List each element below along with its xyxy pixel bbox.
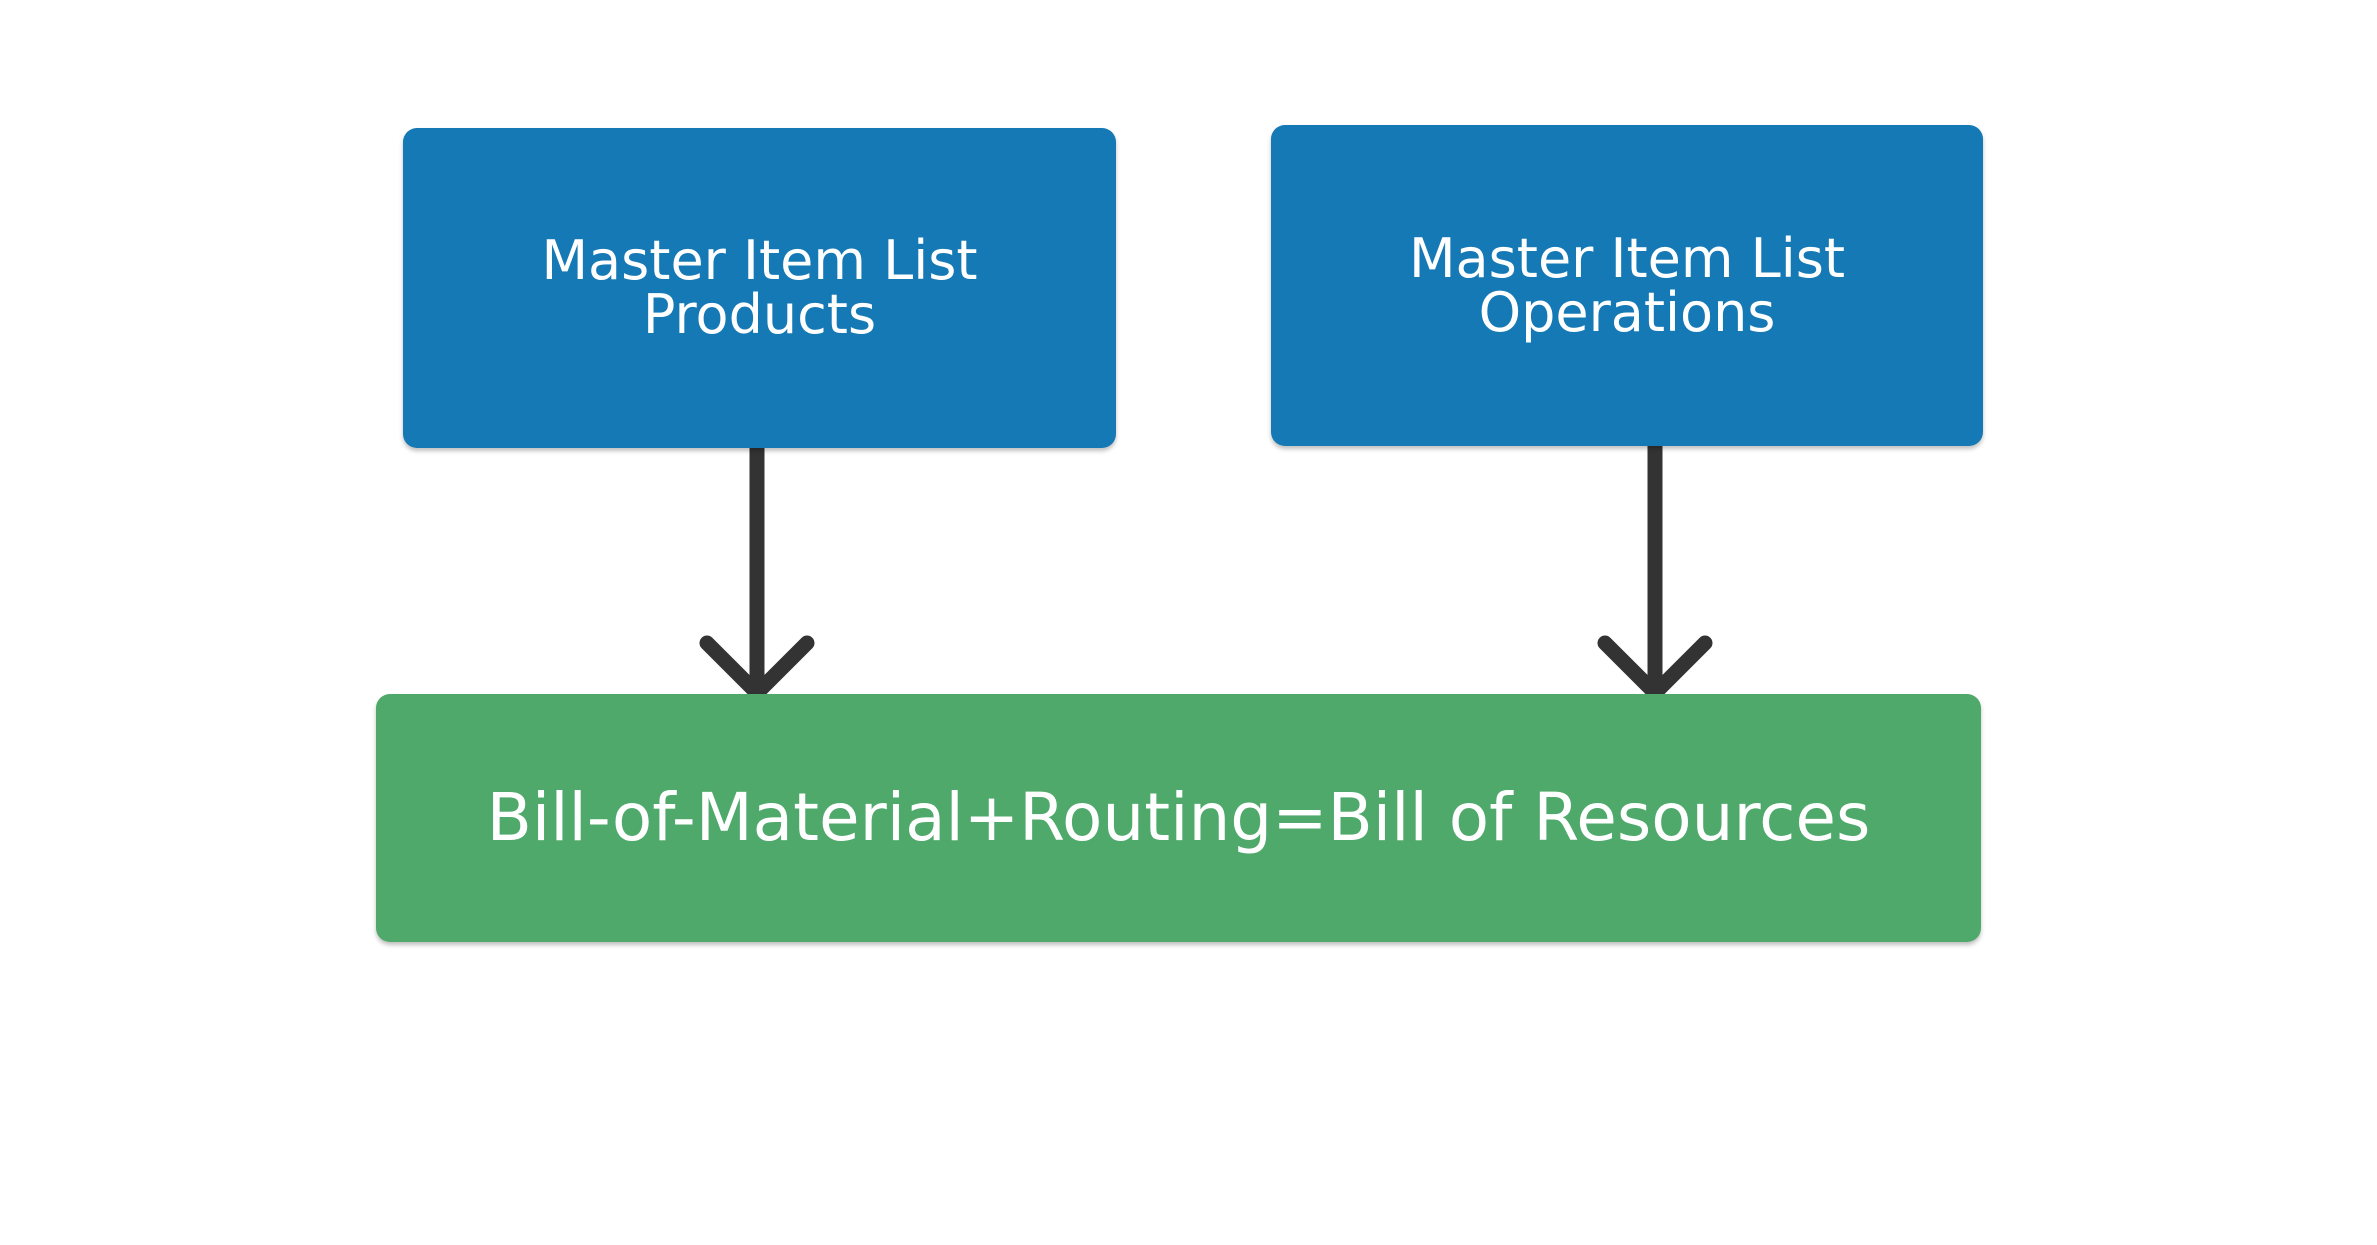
node-bill-of-resources: Bill-of-Material+Routing=Bill of Resourc… xyxy=(376,694,1981,942)
node-label-line2: Operations xyxy=(1478,280,1776,344)
node-label-line1: Master Item List xyxy=(541,229,978,292)
node-master-item-list-products: Master Item List Products xyxy=(403,128,1116,448)
arrow-products-to-result xyxy=(699,440,815,701)
node-master-item-list-operations: Master Item List Operations xyxy=(1271,125,1983,446)
node-label: Bill-of-Material+Routing=Bill of Resourc… xyxy=(486,779,1871,856)
node-label-line2: Products xyxy=(642,283,877,346)
node-label-line1: Master Item List xyxy=(1408,226,1846,290)
arrow-operations-to-result xyxy=(1597,438,1713,701)
